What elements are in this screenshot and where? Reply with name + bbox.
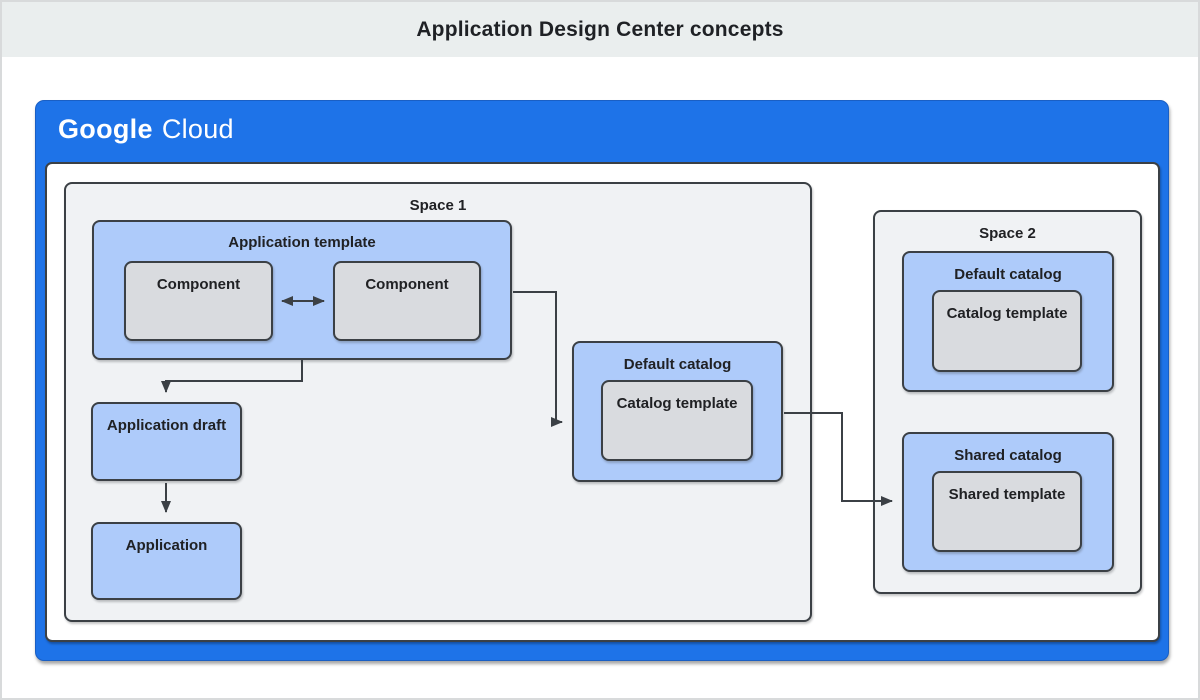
shared-template-label: Shared template <box>948 486 1066 503</box>
component-left-label: Component <box>156 276 241 293</box>
component-left-box: Component <box>124 261 273 341</box>
cloud-logo-text: Cloud <box>161 114 234 144</box>
default-catalog-space2-label: Default catalog <box>954 266 1062 283</box>
application-label: Application <box>125 537 208 554</box>
google-logo-text: Google <box>58 114 153 144</box>
catalog-template-space1-label: Catalog template <box>616 395 738 412</box>
google-cloud-logo: Google Cloud <box>58 114 234 145</box>
default-catalog-space1-label: Default catalog <box>623 356 732 373</box>
space-2-label: Space 2 <box>979 225 1036 242</box>
catalog-template-space1-box: Catalog template <box>601 380 753 461</box>
title-band: Application Design Center concepts <box>2 2 1198 57</box>
shared-template-box: Shared template <box>932 471 1082 552</box>
application-draft-label: Application draft <box>106 417 227 434</box>
component-right-label: Component <box>365 276 449 293</box>
catalog-template-space2-box: Catalog template <box>932 290 1082 372</box>
space-1-label: Space 1 <box>409 197 467 214</box>
catalog-template-space2-label: Catalog template <box>946 305 1068 322</box>
application-template-label: Application template <box>228 234 376 251</box>
shared-catalog-label: Shared catalog <box>954 447 1062 464</box>
page-title: Application Design Center concepts <box>416 17 784 41</box>
application-box: Application <box>91 522 242 600</box>
component-right-box: Component <box>333 261 481 341</box>
application-draft-box: Application draft <box>91 402 242 481</box>
